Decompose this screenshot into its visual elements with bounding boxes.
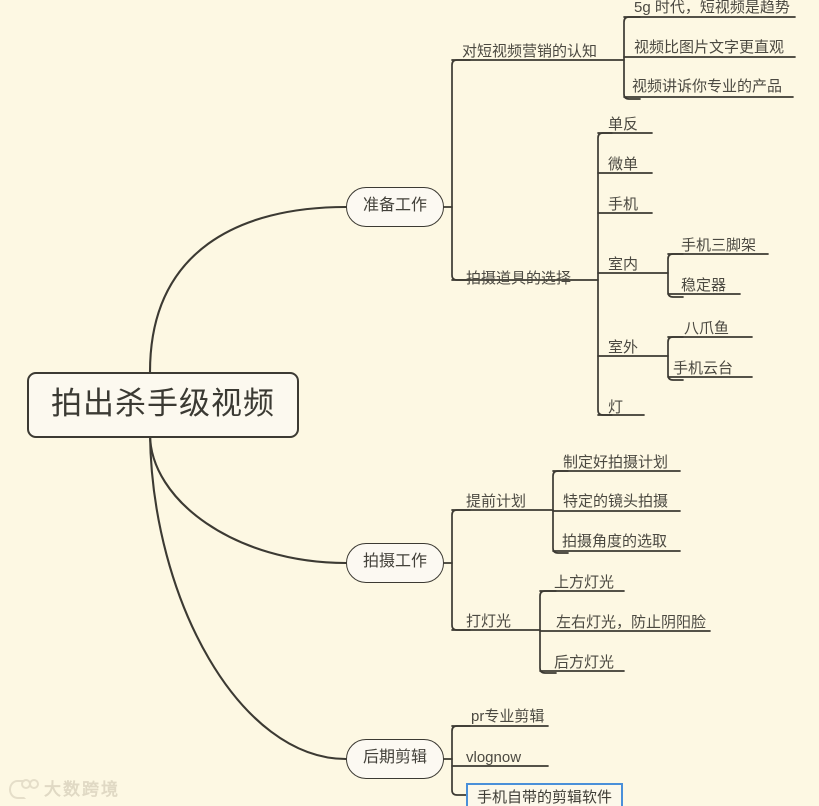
leaf-phone[interactable]: 手机 bbox=[608, 196, 639, 213]
topic-outdoor[interactable]: 室外 bbox=[608, 339, 639, 356]
edge-root-post bbox=[148, 432, 348, 761]
edge-root-shoot bbox=[148, 432, 348, 565]
leaf-5g-era-trend[interactable]: 5g 时代，短视频是趋势 bbox=[634, 0, 790, 16]
branch-node-postproduction[interactable]: 后期剪辑 bbox=[346, 739, 445, 779]
leaf-specific-shot[interactable]: 特定的镜头拍摄 bbox=[563, 493, 669, 510]
watermark: 大数跨境 bbox=[8, 775, 120, 800]
edge-props-bracket bbox=[597, 132, 613, 416]
leaf-make-shooting-plan[interactable]: 制定好拍摄计划 bbox=[563, 454, 669, 471]
leaf-phone-tripod[interactable]: 手机三脚架 bbox=[681, 237, 757, 254]
root-node[interactable]: 拍出杀手级视频 bbox=[27, 372, 299, 438]
branch-node-preparation[interactable]: 准备工作 bbox=[346, 187, 445, 227]
leaf-back-light[interactable]: 后方灯光 bbox=[554, 654, 615, 671]
leaf-pr-professional-editing[interactable]: pr专业剪辑 bbox=[471, 708, 545, 725]
leaf-vlognow[interactable]: vlognow bbox=[466, 749, 522, 766]
leaf-side-lights[interactable]: 左右灯光，防止阴阳脸 bbox=[556, 614, 707, 631]
leaf-shooting-angle[interactable]: 拍摄角度的选取 bbox=[562, 533, 668, 550]
leaf-stabilizer[interactable]: 稳定器 bbox=[681, 277, 727, 294]
leaf-video-more-intuitive[interactable]: 视频比图片文字更直观 bbox=[634, 39, 785, 56]
leaf-phone-builtin-editor-selected[interactable]: 手机自带的剪辑软件 bbox=[466, 783, 624, 806]
leaf-lamp[interactable]: 灯 bbox=[608, 399, 624, 416]
leaf-octopus-tripod[interactable]: 八爪鱼 bbox=[684, 320, 730, 337]
topic-advance-planning[interactable]: 提前计划 bbox=[466, 493, 527, 510]
leaf-phone-gimbal[interactable]: 手机云台 bbox=[673, 360, 734, 377]
topic-short-video-marketing-cognition[interactable]: 对短视频营销的认知 bbox=[462, 43, 598, 60]
leaf-dslr[interactable]: 单反 bbox=[608, 116, 639, 133]
leaf-mirrorless[interactable]: 微单 bbox=[608, 156, 639, 173]
topic-indoor[interactable]: 室内 bbox=[608, 256, 639, 273]
edge-prep-bracket bbox=[451, 59, 471, 281]
edge-root-prep bbox=[148, 205, 348, 374]
topic-lighting[interactable]: 打灯光 bbox=[466, 613, 512, 630]
edge-shoot-bracket bbox=[451, 509, 471, 631]
watermark-text: 大数跨境 bbox=[44, 780, 120, 799]
leaf-video-shows-professional-product[interactable]: 视频讲诉你专业的产品 bbox=[632, 78, 783, 95]
panda-logo-icon bbox=[8, 778, 39, 799]
topic-equipment-selection[interactable]: 拍摄道具的选择 bbox=[466, 270, 572, 287]
leaf-top-light[interactable]: 上方灯光 bbox=[554, 574, 615, 591]
branch-node-shooting[interactable]: 拍摄工作 bbox=[346, 543, 445, 583]
